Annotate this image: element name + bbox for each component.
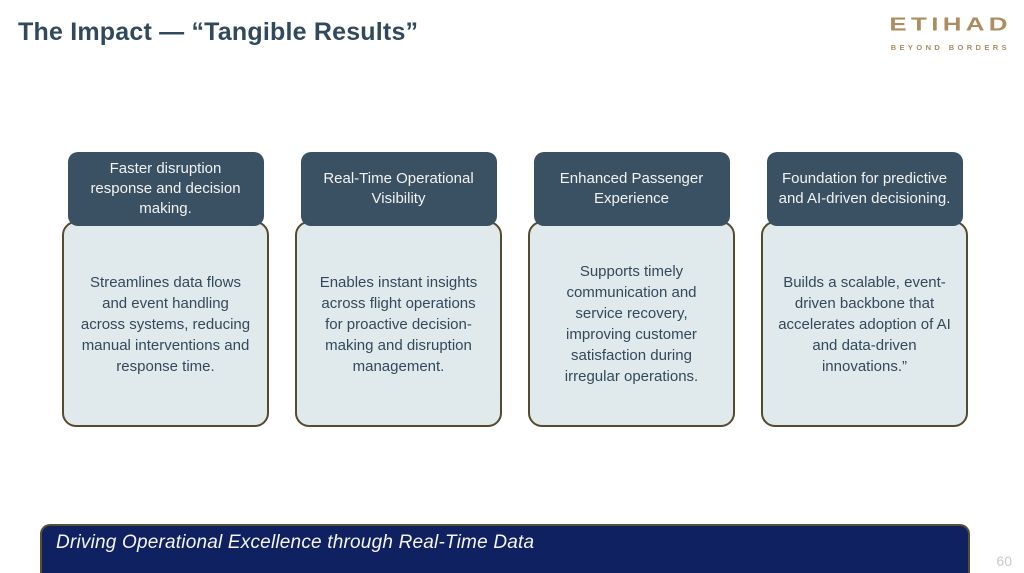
footer-banner: Driving Operational Excellence through R… xyxy=(40,524,970,573)
page-title: The Impact — “Tangible Results” xyxy=(18,18,419,46)
card-body-faster-disruption: Streamlines data flows and event handlin… xyxy=(62,221,269,427)
impact-card-4: Foundation for predictive and AI-driven … xyxy=(761,152,968,427)
page-number: 60 xyxy=(996,553,1012,569)
footer-banner-text: Driving Operational Excellence through R… xyxy=(56,532,535,553)
card-body-ai-decisioning: Builds a scalable, event-driven backbone… xyxy=(761,221,968,427)
etihad-wordmark: ETIHAD xyxy=(889,14,1012,36)
impact-card-2: Real-Time Operational Visibility Enables… xyxy=(295,152,502,427)
card-header-faster-disruption: Faster disruption response and decision … xyxy=(67,152,264,226)
impact-card-1: Faster disruption response and decision … xyxy=(62,152,269,427)
impact-cards-row: Faster disruption response and decision … xyxy=(62,152,968,427)
card-header-realtime-visibility: Real-Time Operational Visibility xyxy=(300,152,497,226)
card-body-realtime-visibility: Enables instant insights across flight o… xyxy=(295,221,502,427)
card-body-passenger-experience: Supports timely communication and servic… xyxy=(528,221,735,427)
etihad-logo: ETIHAD BEYOND BORDERS xyxy=(889,14,1010,52)
etihad-tagline: BEYOND BORDERS xyxy=(890,43,1010,52)
card-header-ai-decisioning: Foundation for predictive and AI-driven … xyxy=(766,152,963,226)
card-header-passenger-experience: Enhanced Passenger Experience xyxy=(533,152,730,226)
impact-card-3: Enhanced Passenger Experience Supports t… xyxy=(528,152,735,427)
